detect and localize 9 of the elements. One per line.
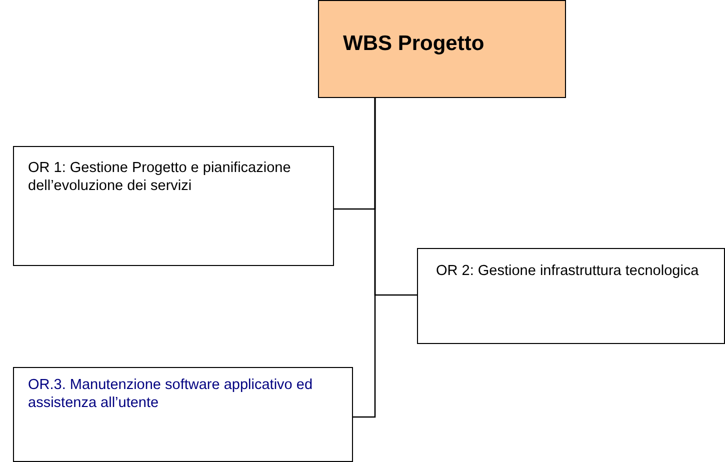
process-box (13, 146, 334, 266)
node-label: OR 2: Gestione infrastruttura tecnologica (436, 262, 700, 280)
root-box (318, 0, 566, 98)
node-label: WBS Progetto (343, 31, 486, 57)
connector-line (353, 98, 376, 418)
process-box (417, 248, 725, 344)
node-label: OR 1: Gestione Progetto e pianificazione dell’evoluzione dei servizi (28, 159, 292, 196)
node-label: OR.3. Manutenzione software applicativo ed assistenza all’utente (28, 376, 314, 412)
process-box (13, 367, 353, 462)
